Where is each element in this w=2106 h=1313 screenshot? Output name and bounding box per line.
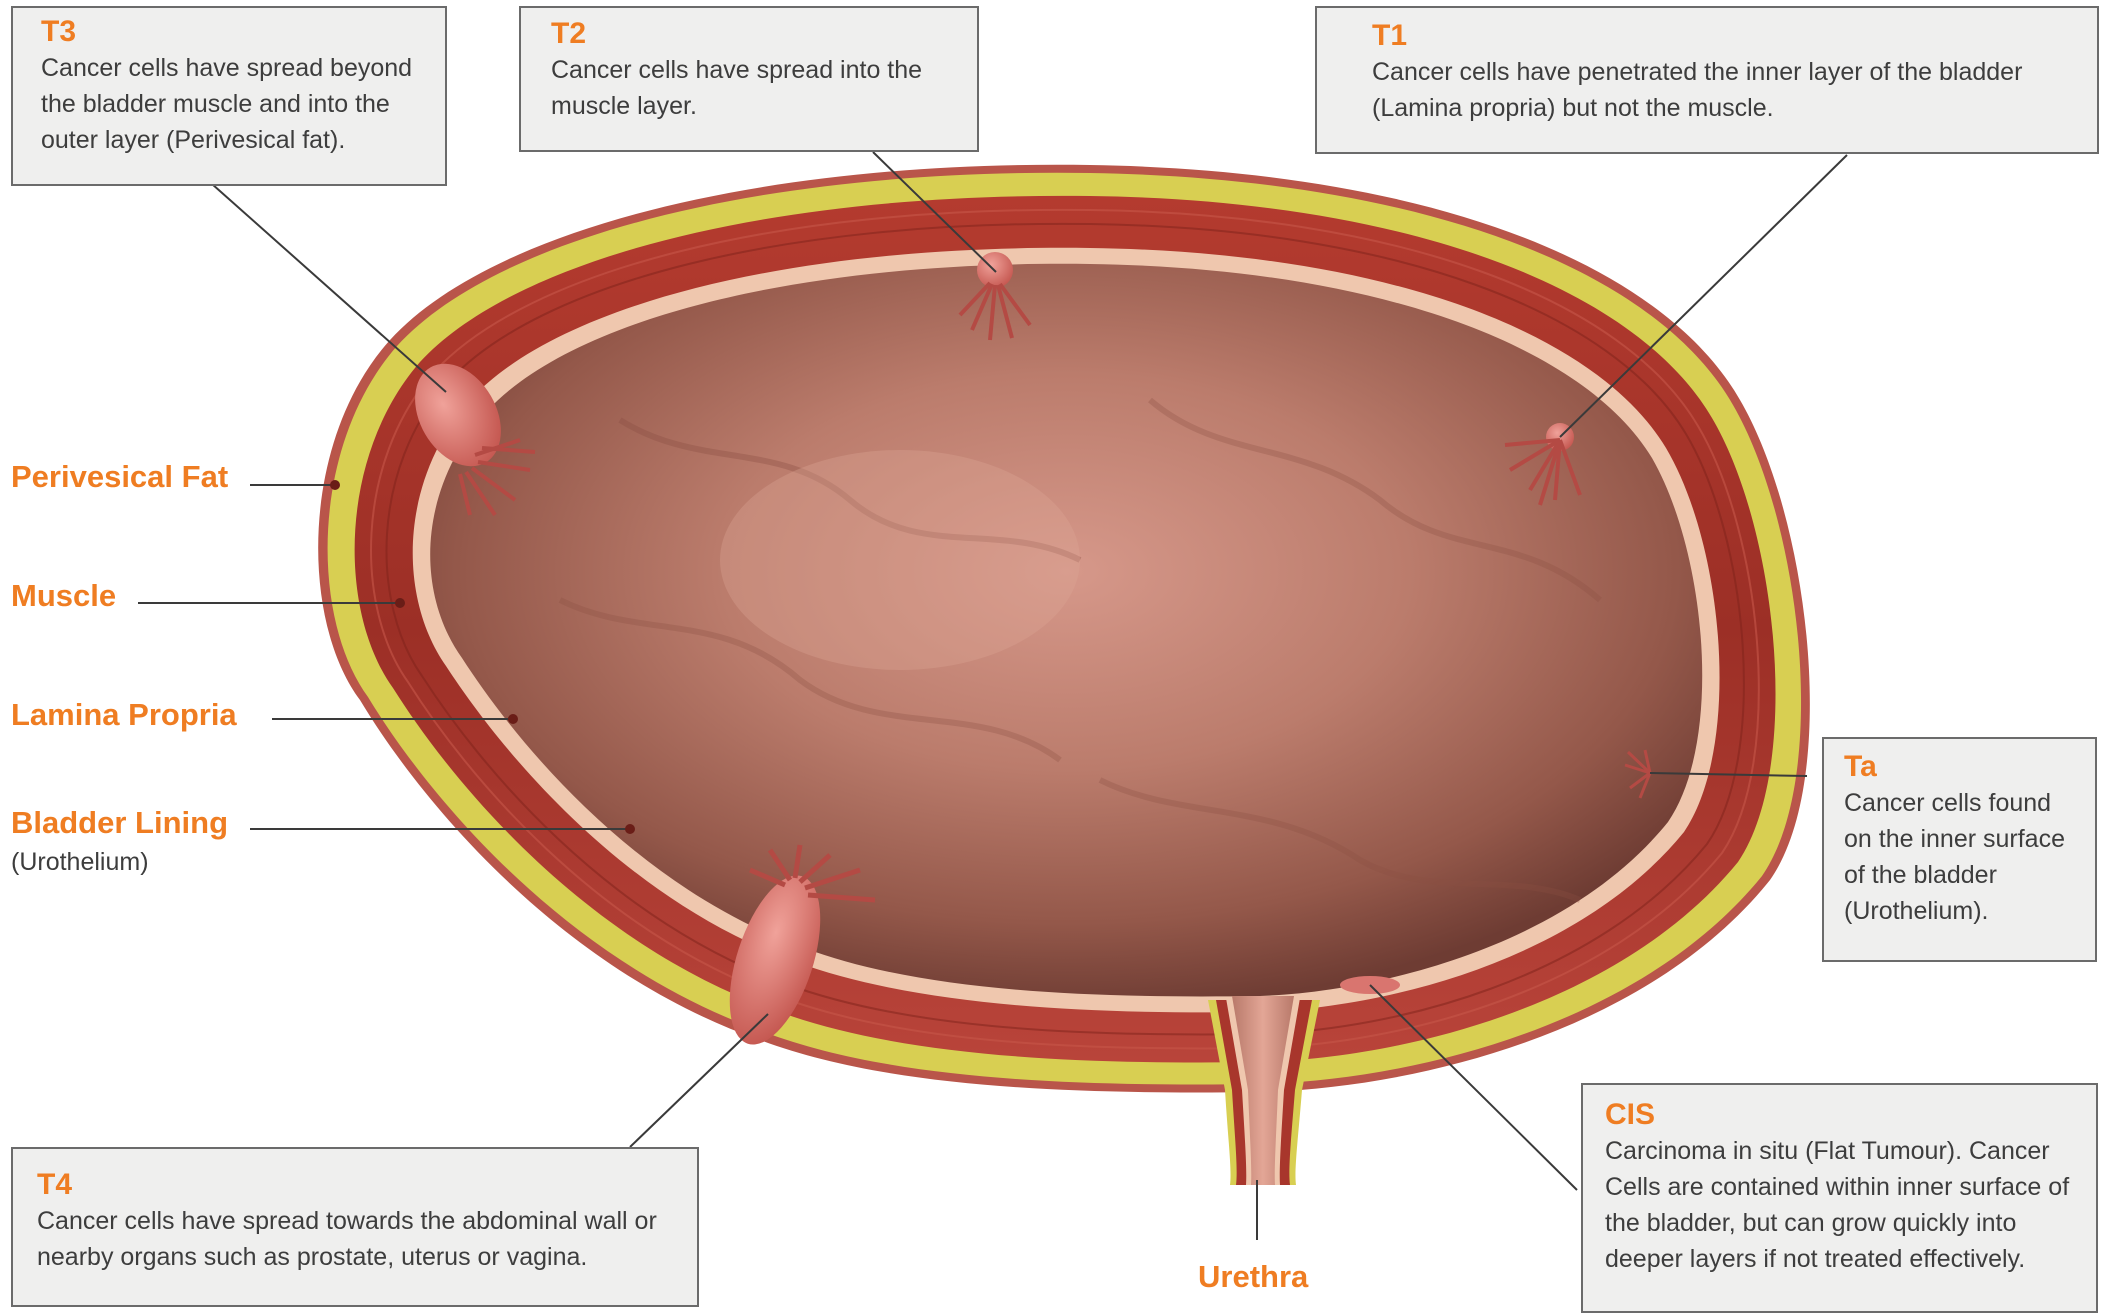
stage-cis-box: CIS Carcinoma in situ (Flat Tumour). Can… (1581, 1083, 2098, 1313)
stage-t2-description: Cancer cells have spread into the muscle… (551, 52, 951, 124)
stage-cis-title: CIS (1605, 1097, 2096, 1133)
bladder-wall (318, 165, 1810, 1093)
label-lamina-propria: Lamina Propria (11, 696, 237, 734)
label-urethra: Urethra (1198, 1258, 1308, 1296)
stage-t1-description: Cancer cells have penetrated the inner l… (1372, 54, 2072, 126)
stage-cis-description: Carcinoma in situ (Flat Tumour). Cancer … (1605, 1133, 2095, 1277)
stage-t4-description: Cancer cells have spread towards the abd… (37, 1203, 677, 1275)
stage-ta-description: Cancer cells found on the inner surface … (1844, 785, 2084, 929)
label-muscle: Muscle (11, 577, 116, 615)
stage-t2-title: T2 (551, 16, 977, 52)
stage-ta-title: Ta (1844, 749, 2095, 785)
stage-t4-box: T4 Cancer cells have spread towards the … (11, 1147, 699, 1307)
stage-t1-title: T1 (1372, 18, 2097, 54)
stage-t3-title: T3 (41, 14, 445, 50)
stage-t1-box: T1 Cancer cells have penetrated the inne… (1315, 6, 2099, 154)
stage-t2-box: T2 Cancer cells have spread into the mus… (519, 6, 979, 152)
stage-t3-box: T3 Cancer cells have spread beyond the b… (11, 6, 447, 186)
stage-t3-description: Cancer cells have spread beyond the blad… (41, 50, 431, 158)
label-bladder-lining-sub: (Urothelium) (11, 846, 149, 878)
stage-ta-box: Ta Cancer cells found on the inner surfa… (1822, 737, 2097, 962)
label-perivesical-fat: Perivesical Fat (11, 458, 228, 496)
label-bladder-lining: Bladder Lining (11, 804, 228, 842)
stage-t4-title: T4 (37, 1167, 697, 1203)
